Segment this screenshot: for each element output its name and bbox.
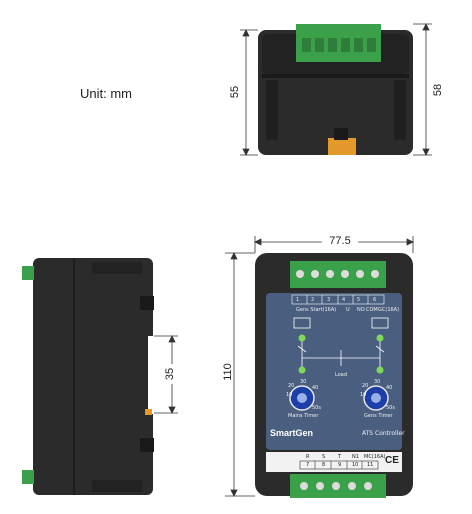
side-view-housing [33,258,153,495]
gens-led-bottom [376,366,384,374]
gens-scale-50s: 50s [386,405,395,411]
front-view [255,253,413,498]
bottom-num-11: 11 [367,462,374,468]
terminal-num-3: 3 [327,297,331,303]
bottom-top-r: R [306,454,310,460]
mains-led-bottom [298,366,306,374]
dim-top-height-total: 58 [432,83,444,97]
load-label: Load [335,372,347,378]
mains-scale-40: 40 [312,385,319,391]
terminal-caption: Gens Start(16A) [296,307,337,313]
top-view [258,24,413,155]
terminal-num-6: 6 [373,297,377,303]
terminal-num-5: 5 [357,297,361,303]
bottom-top-n1: N1 [352,454,359,460]
gens-scale-30: 30 [374,379,381,385]
generator-icon [371,317,389,329]
mains-scale-10: 10 [286,392,293,398]
mains-tower-icon [293,317,311,329]
product-label: ATS Controller [362,430,405,437]
front-panel [266,293,402,450]
gens-scale-10: 10 [360,392,367,398]
bottom-num-8: 8 [322,462,326,468]
mains-scale-50s: 50s [312,405,321,411]
bottom-num-7: 7 [306,462,310,468]
mains-timer-label: Mains Timer [288,413,319,419]
dim-front-width: 77.5 [329,235,351,247]
bottom-top-t: T [338,454,342,460]
terminal-num-1: 1 [296,297,300,303]
front-top-terminal [290,261,386,288]
bottom-top-mc: MC(16A) [364,454,386,460]
mains-scale-20: 20 [288,383,295,389]
terminal-sub-no: NO [357,307,365,313]
side-terminal-top [22,266,34,280]
orange-clip [328,138,356,155]
side-view [22,258,162,495]
gens-scale-40: 40 [386,385,393,391]
terminal-num-2: 2 [311,297,315,303]
dim-side-slot: 35 [164,364,176,384]
bottom-num-10: 10 [352,462,359,468]
bottom-num-9: 9 [338,462,342,468]
unit-label: Unit: mm [80,86,132,101]
bottom-top-s: S [322,454,326,460]
mains-led-top [298,334,306,342]
gens-timer-label: Gens Timer [364,413,393,419]
terminal-sub-gc: GC(16A) [378,307,400,313]
dim-top-height: 55 [229,85,241,99]
terminal-sub-u: U [346,307,350,313]
gens-led-top [376,334,384,342]
brand-logo: SmartGen [270,428,314,438]
terminal-num-4: 4 [342,297,346,303]
dim-front-height: 110 [222,363,234,381]
side-terminal-bottom [22,470,34,484]
mains-scale-30: 30 [300,379,307,385]
terminal-sub-com: COM [366,307,378,313]
side-slot [148,336,162,414]
gens-scale-20: 20 [362,383,369,389]
ce-mark: CE [385,455,399,466]
